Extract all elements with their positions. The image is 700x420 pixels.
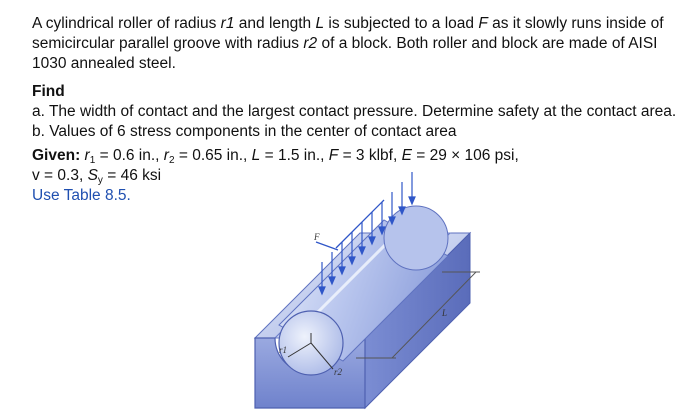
symbol-E: E xyxy=(401,147,412,164)
statement-text: is subjected to a load xyxy=(324,15,479,32)
roller-far-end xyxy=(383,205,449,271)
value-F: = 3 klbf, xyxy=(338,147,402,164)
roller-highlight xyxy=(298,223,407,332)
block-front-face xyxy=(254,337,366,409)
problem-document: A cylindrical roller of radius r1 and le… xyxy=(32,14,682,206)
find-heading: Find xyxy=(32,83,65,100)
label-L: L xyxy=(441,308,447,318)
load-callout-line xyxy=(315,241,339,251)
given-values: Given: r1 = 0.6 in., r2 = 0.65 in., L = … xyxy=(32,146,682,186)
symbol-r1: r1 xyxy=(220,15,235,32)
find-item-b: b. Values of 6 stress components in the … xyxy=(32,123,457,140)
symbol-L: L xyxy=(251,147,261,164)
statement-text: of a block. Both roller and block are ma… xyxy=(32,35,658,72)
value-poisson: v = 0.3, xyxy=(32,167,88,184)
value-r2: = 0.65 in., xyxy=(174,147,252,164)
roller-body xyxy=(278,219,449,362)
label-F: F xyxy=(313,232,320,242)
symbol-S: S xyxy=(87,167,98,184)
block-left-ledge xyxy=(253,232,382,339)
given-label: Given: xyxy=(32,147,81,164)
subscript-1: 1 xyxy=(89,155,96,166)
block-side-face xyxy=(364,231,471,410)
subscript-2: 2 xyxy=(168,155,175,166)
find-item-a: a. The width of contact and the largest … xyxy=(32,103,677,120)
value-Sy: = 46 ksi xyxy=(102,167,162,184)
symbol-r2: r2 xyxy=(303,35,318,52)
length-dimension xyxy=(356,271,480,359)
statement-text: A cylindrical roller of radius xyxy=(32,15,221,32)
symbol-F: F xyxy=(478,15,488,32)
label-r2: r2 xyxy=(334,367,343,377)
value-L: = 1.5 in., xyxy=(260,147,329,164)
problem-statement: A cylindrical roller of radius r1 and le… xyxy=(32,14,682,74)
subscript-y: y xyxy=(97,175,103,186)
symbol-F: F xyxy=(328,147,339,164)
value-E: = 29 × 106 psi, xyxy=(411,147,519,164)
symbol-L: L xyxy=(315,15,325,32)
radius-r2-line xyxy=(310,342,334,370)
statement-text: and length xyxy=(234,15,316,32)
label-r1: r1 xyxy=(279,345,287,355)
radius-r1-line xyxy=(287,342,312,358)
symbol-r: r xyxy=(163,147,169,164)
table-reference: Use Table 8.5. xyxy=(32,187,131,204)
value-r1: = 0.6 in., xyxy=(95,147,164,164)
groove-surface xyxy=(273,232,452,339)
symbol-r: r xyxy=(84,147,90,164)
statement-text: as it slowly runs inside of semicircular… xyxy=(32,15,664,52)
roller-end-face xyxy=(278,310,344,376)
block-right-ledge xyxy=(343,232,472,339)
